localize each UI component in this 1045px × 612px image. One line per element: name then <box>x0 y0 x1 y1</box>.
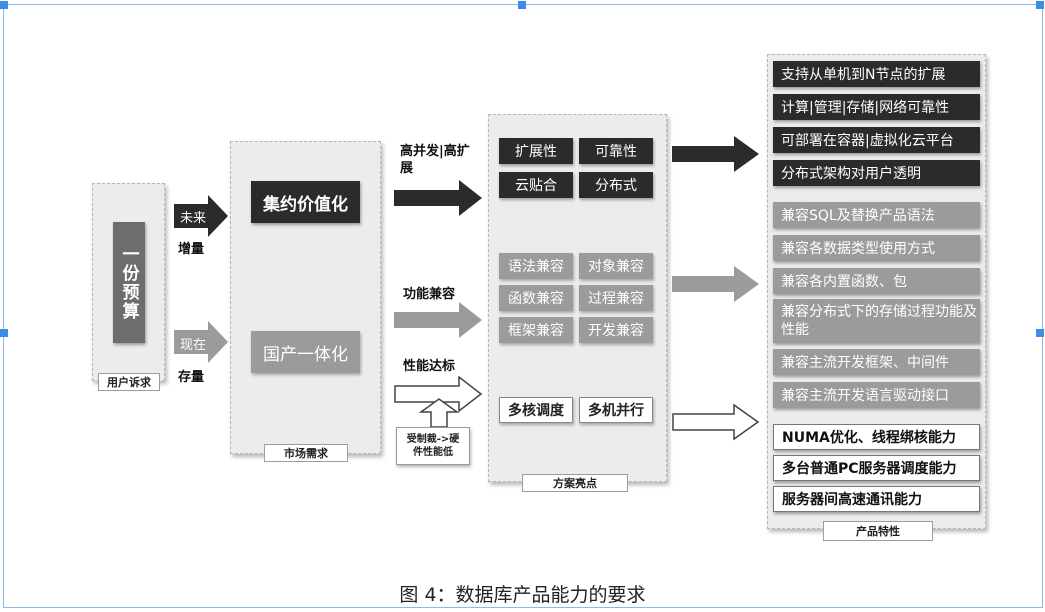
feature-procedure-compat: 兼容分布式下的存储过程功能及性能 <box>773 299 980 343</box>
feature-transparent-distributed: 分布式架构对用户透明 <box>773 160 980 186</box>
solution-item-distributed: 分布式 <box>579 172 653 198</box>
stock-label: 存量 <box>178 370 205 385</box>
resize-handle-top-right[interactable] <box>1036 1 1044 9</box>
top-features-arrow <box>672 136 759 172</box>
feature-driver-compat: 兼容主流开发语言驱动接口 <box>773 382 980 408</box>
future-arrow <box>174 195 228 237</box>
perf-features-arrow <box>672 403 760 441</box>
increment-label: 增量 <box>178 242 205 257</box>
solution-item-procedure-compat: 过程兼容 <box>579 285 653 311</box>
resize-handle-middle-left[interactable] <box>0 329 8 337</box>
constraint-box: 受制裁->硬件性能低 <box>396 427 470 465</box>
solution-item-object-compat: 对象兼容 <box>579 253 653 279</box>
feature-sql-compat: 兼容SQL及替换产品语法 <box>773 202 980 228</box>
budget-box: 一份预算 <box>113 222 145 343</box>
constraint-up-arrow <box>418 398 460 428</box>
features-tag: 产品特性 <box>823 521 933 541</box>
high-concurrency-label: 高并发|高扩展 <box>400 144 470 176</box>
solution-item-reliability: 可靠性 <box>579 138 653 164</box>
compat-features-arrow <box>672 266 759 302</box>
user-demand-tag: 用户诉求 <box>98 373 160 391</box>
solution-item-scalability: 扩展性 <box>499 138 573 164</box>
solution-item-dev-compat: 开发兼容 <box>579 317 653 343</box>
feature-reliability: 计算|管理|存储|网络可靠性 <box>773 94 980 120</box>
feature-framework-compat: 兼容主流开发框架、中间件 <box>773 349 980 375</box>
solution-tag: 方案亮点 <box>522 474 628 492</box>
function-compat-arrow <box>394 302 482 338</box>
solution-item-framework-compat: 框架兼容 <box>499 317 573 343</box>
now-label: 现在 <box>180 338 207 353</box>
feature-numa: NUMA优化、线程绑核能力 <box>773 424 980 450</box>
feature-multi-pc: 多台普通PC服务器调度能力 <box>773 455 980 481</box>
feature-datatype-compat: 兼容各数据类型使用方式 <box>773 235 980 261</box>
future-label: 未来 <box>180 211 207 226</box>
figure-caption: 图 4：数据库产品能力的要求 <box>399 584 646 606</box>
function-compat-label: 功能兼容 <box>403 287 456 302</box>
resize-handle-top-left[interactable] <box>0 1 8 9</box>
feature-builtin-compat: 兼容各内置函数、包 <box>773 268 980 294</box>
solution-item-multicore: 多核调度 <box>499 397 573 423</box>
intensive-value-box: 集约价值化 <box>251 181 360 223</box>
market-tag: 市场需求 <box>264 444 348 462</box>
solution-item-multimachine: 多机并行 <box>579 397 653 423</box>
solution-item-function-compat: 函数兼容 <box>499 285 573 311</box>
budget-label: 一份预算 <box>118 244 139 321</box>
domestic-integration-box: 国产一体化 <box>251 331 360 373</box>
solution-item-cloud-fit: 云贴合 <box>499 172 573 198</box>
resize-handle-top-middle[interactable] <box>518 1 526 9</box>
performance-label: 性能达标 <box>403 359 456 374</box>
feature-high-speed-comm: 服务器间高速通讯能力 <box>773 486 980 512</box>
high-concurrency-arrow <box>394 180 482 216</box>
now-arrow <box>174 321 228 363</box>
resize-handle-middle-right[interactable] <box>1036 329 1044 337</box>
feature-scale-out: 支持从单机到N节点的扩展 <box>773 61 980 87</box>
solution-item-syntax-compat: 语法兼容 <box>499 253 573 279</box>
feature-container-deploy: 可部署在容器|虚拟化云平台 <box>773 127 980 153</box>
performance-arrow <box>394 375 483 413</box>
